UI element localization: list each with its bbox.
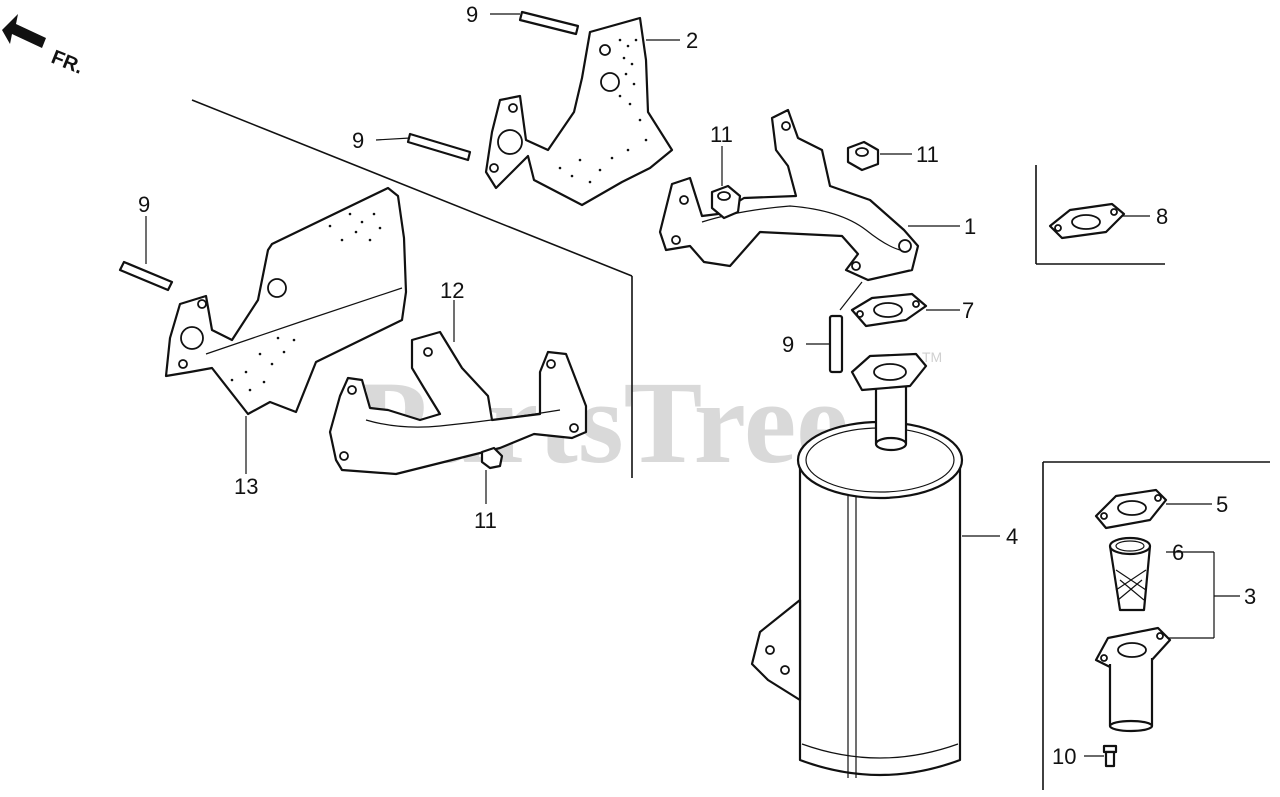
- callout-11-left: 11: [710, 122, 733, 147]
- screw: [1102, 744, 1118, 768]
- muffler: [750, 352, 964, 778]
- gasket-8: [1048, 202, 1126, 240]
- callout-1: 1: [964, 214, 976, 239]
- heat-shield-upper: [484, 16, 674, 207]
- leader-lines: [145, 13, 1240, 757]
- callout-10: 10: [1052, 744, 1076, 769]
- gasket-7: [850, 292, 928, 328]
- nut-right: [846, 140, 880, 172]
- callout-9-middle: 9: [352, 128, 364, 153]
- callout-5: 5: [1216, 492, 1228, 517]
- callout-2: 2: [686, 28, 698, 53]
- callout-12: 12: [440, 278, 464, 303]
- callout-8: 8: [1156, 204, 1168, 229]
- heat-shield-lower: [164, 186, 408, 416]
- stud-bolt-top: [518, 10, 580, 36]
- callout-11-right: 11: [916, 142, 939, 167]
- nut-left: [710, 184, 742, 220]
- callout-9-left: 9: [138, 192, 150, 217]
- front-direction-label: FR.: [48, 46, 86, 78]
- callout-13: 13: [234, 474, 258, 499]
- stud-bolt-muffler: [828, 314, 844, 374]
- callout-9-top: 9: [466, 2, 478, 27]
- stud-bolt-left: [118, 260, 174, 292]
- stud-bolt-middle: [406, 132, 472, 162]
- callout-7: 7: [962, 298, 974, 323]
- section-divider-lines: [191, 99, 1270, 790]
- callout-11-lower: 11: [474, 508, 497, 533]
- front-direction-arrow-icon: [2, 14, 46, 48]
- callout-4: 4: [1006, 524, 1018, 549]
- callout-6: 6: [1172, 540, 1184, 565]
- watermark-tm: TM: [922, 349, 942, 365]
- gasket-5: [1094, 488, 1168, 530]
- callout-3: 3: [1244, 584, 1256, 609]
- callout-9-muffler: 9: [782, 332, 794, 357]
- exhaust-pipe-upper: [658, 108, 920, 282]
- nut-lower: [480, 446, 504, 470]
- outlet-pipe: [1094, 626, 1172, 733]
- spark-arrester-screen: [1108, 536, 1152, 612]
- exhaust-pipe-lower: [328, 330, 588, 476]
